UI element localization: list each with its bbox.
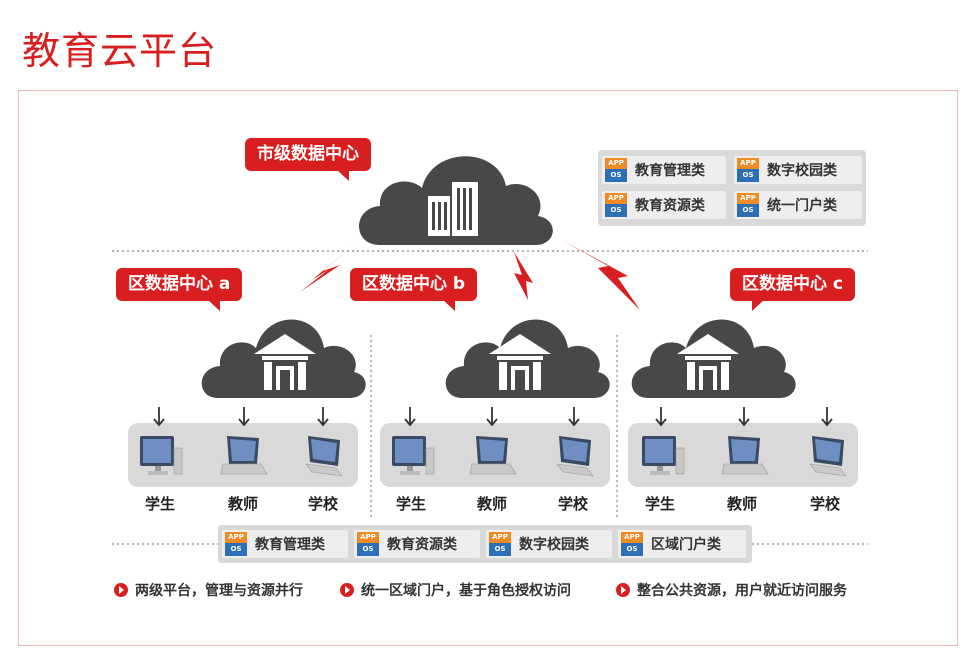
- city-cloud-icon: [359, 156, 553, 245]
- diagram-frame: [18, 90, 958, 646]
- page-title: 教育云平台: [22, 29, 218, 73]
- district-cloud-icon: [631, 319, 796, 398]
- device-label-student: 学生: [644, 495, 675, 513]
- feature-list: 两级平台，管理与资源并行 统一区域门户，基于角色授权访问 整合公共资源，用户就近…: [114, 580, 894, 602]
- app-label: 教育管理类: [635, 163, 705, 179]
- app-label: 教育资源类: [635, 198, 705, 214]
- feature-item: 整合公共资源，用户就近访问服务: [616, 580, 847, 600]
- laptop-icon: [556, 435, 594, 477]
- feature-item: 两级平台，管理与资源并行: [114, 580, 303, 600]
- device-label-student: 学生: [395, 495, 426, 513]
- district-cloud-icon: [201, 319, 366, 398]
- lightning-icon: [562, 240, 640, 310]
- app-label: 数字校园类: [767, 163, 837, 179]
- app-label: 数字校园类: [519, 537, 589, 553]
- app-label: 统一门户类: [767, 198, 837, 214]
- city-center-label: 市级数据中心: [245, 138, 371, 181]
- laptop-icon: [809, 435, 847, 477]
- bullet-arrow-icon: [340, 583, 354, 597]
- device-label-teacher: 教师: [476, 495, 507, 513]
- laptop-icon: [305, 435, 343, 477]
- school-building-icon: [489, 334, 551, 390]
- feature-text: 整合公共资源，用户就近访问服务: [637, 583, 847, 599]
- district-center-label: 区数据中心 a: [116, 268, 243, 311]
- school-building-icon: [677, 334, 739, 390]
- school-building-icon: [254, 334, 316, 390]
- app-label: 教育管理类: [255, 537, 325, 553]
- feature-text: 统一区域门户，基于角色授权访问: [361, 583, 571, 599]
- district-center-label: 区数据中心 c: [730, 268, 855, 311]
- down-arrow-icon: [153, 407, 833, 427]
- device-label-student: 学生: [144, 495, 175, 513]
- app-label: 教育资源类: [387, 537, 457, 553]
- device-label-school: 学校: [307, 495, 338, 513]
- device-label-teacher: 教师: [227, 495, 258, 513]
- device-label-teacher: 教师: [726, 495, 757, 513]
- feature-item: 统一区域门户，基于角色授权访问: [340, 580, 571, 600]
- bullet-arrow-icon: [114, 583, 128, 597]
- device-label-school: 学校: [809, 495, 840, 513]
- feature-text: 两级平台，管理与资源并行: [135, 583, 303, 599]
- district-center-label: 区数据中心 b: [350, 268, 478, 311]
- app-label: 区域门户类: [651, 537, 721, 553]
- lightning-icon: [300, 243, 356, 292]
- district-cloud-icon: [445, 319, 610, 398]
- bullet-arrow-icon: [616, 583, 630, 597]
- device-label-school: 学校: [557, 495, 588, 513]
- building-icon: [428, 182, 478, 236]
- lightning-icon: [514, 252, 533, 300]
